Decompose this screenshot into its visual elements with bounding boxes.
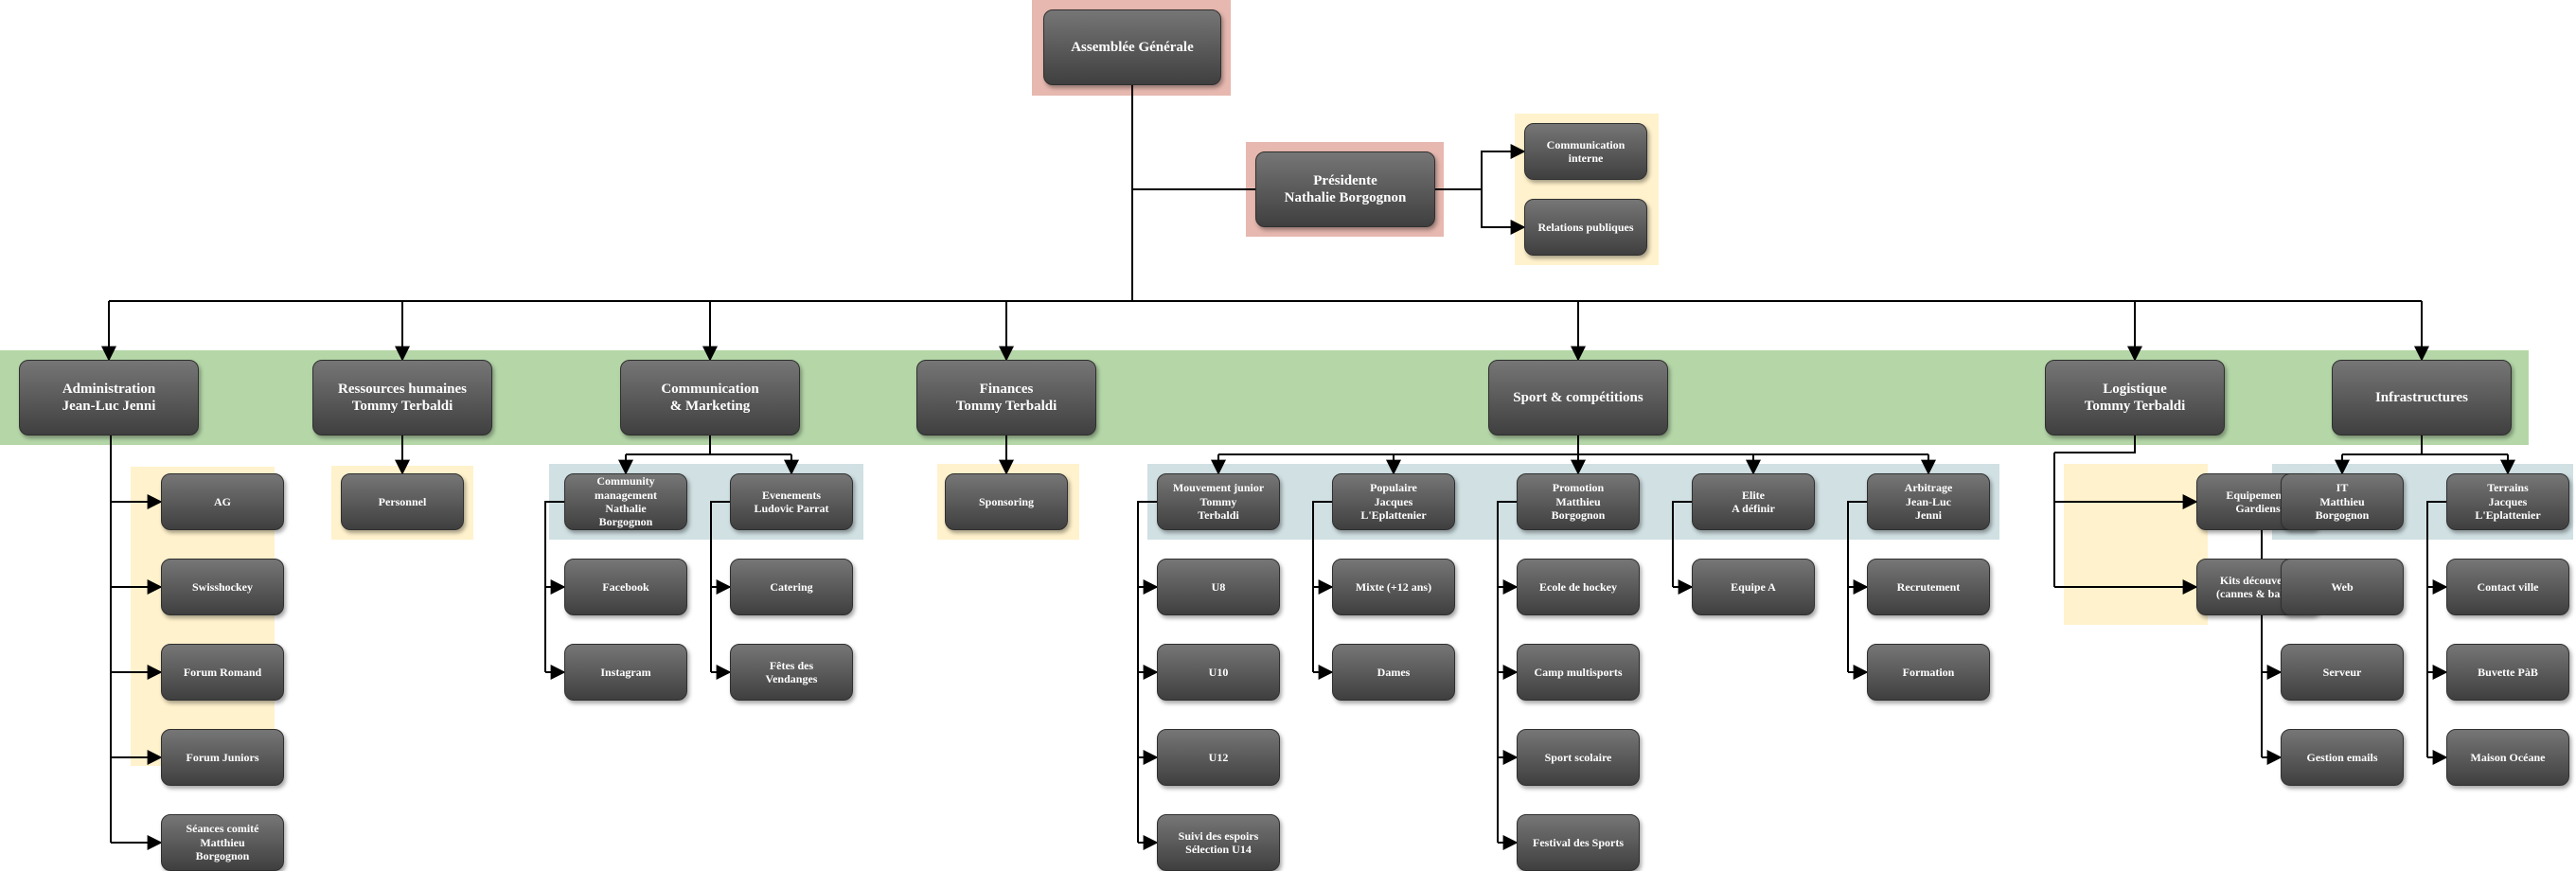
item-node: Gestion emails [2281, 729, 2404, 786]
connector [544, 501, 564, 672]
item-node: Instagram [564, 644, 687, 701]
logistics-items-band [2064, 464, 2208, 625]
item-node: Dames [1332, 644, 1455, 701]
item-node: Séances comité Matthieu Borgognon [161, 814, 284, 871]
connector [1847, 501, 1867, 672]
connector [2054, 436, 2136, 453]
connector [1481, 189, 1526, 235]
group-node: Populaire Jacques L'Eplattenier [1332, 473, 1455, 530]
group-node: Terrains Jacques L'Eplattenier [2446, 473, 2569, 530]
president-node: Présidente Nathalie Borgognon [1255, 151, 1435, 227]
item-node: Forum Romand [161, 644, 284, 701]
item-node: Camp multisports [1517, 644, 1640, 701]
item-node: Sponsoring [945, 473, 1068, 530]
department-node: Communication & Marketing [620, 360, 800, 436]
item-node: Personnel [341, 473, 464, 530]
department-node: Finances Tommy Terbaldi [916, 360, 1096, 436]
item-node: Contact ville [2446, 559, 2569, 615]
item-node: Swisshockey [161, 559, 284, 615]
item-node: Suivi des espoirs Sélection U14 [1157, 814, 1280, 871]
root-node-assemblee: Assemblée Générale [1043, 9, 1221, 85]
group-node: Elite A définir [1692, 473, 1815, 530]
department-node: Ressources humaines Tommy Terbaldi [312, 360, 492, 436]
item-node: Buvette PàB [2446, 644, 2569, 701]
connector [1435, 144, 1526, 190]
staff-node: Communication interne [1524, 123, 1647, 180]
group-node: Arbitrage Jean-Luc Jenni [1867, 473, 1990, 530]
item-node: Catering [730, 559, 853, 615]
connector [2261, 501, 2281, 757]
connector [1497, 501, 1517, 843]
connector [1137, 501, 1157, 843]
connector [710, 501, 730, 672]
group-node: Mouvement junior Tommy Terbaldi [1157, 473, 1280, 530]
group-node: Evenements Ludovic Parrat [730, 473, 853, 530]
department-node: Infrastructures [2332, 360, 2512, 436]
item-node: Maison Océane [2446, 729, 2569, 786]
staff-node: Relations publiques [1524, 199, 1647, 256]
item-node: Ecole de hockey [1517, 559, 1640, 615]
item-node: Recrutement [1867, 559, 1990, 615]
item-node: U8 [1157, 559, 1280, 615]
item-node: Serveur [2281, 644, 2404, 701]
item-node: Formation [1867, 644, 1990, 701]
department-node: Administration Jean-Luc Jenni [19, 360, 199, 436]
item-node: Fêtes des Vendanges [730, 644, 853, 701]
connector [1312, 501, 1332, 672]
item-node: Facebook [564, 559, 687, 615]
group-node: Community management Nathalie Borgognon [564, 473, 687, 530]
item-node: U10 [1157, 644, 1280, 701]
item-node: U12 [1157, 729, 1280, 786]
department-node: Sport & compétitions [1488, 360, 1668, 436]
item-node: AG [161, 473, 284, 530]
department-node: Logistique Tommy Terbaldi [2045, 360, 2225, 436]
group-node: Promotion Matthieu Borgognon [1517, 473, 1640, 530]
item-node: Mixte (+12 ans) [1332, 559, 1455, 615]
connector [1672, 501, 1692, 587]
item-node: Festival des Sports [1517, 814, 1640, 871]
group-node: IT Matthieu Borgognon [2281, 473, 2404, 530]
item-node: Equipe A [1692, 559, 1815, 615]
item-node: Web [2281, 559, 2404, 615]
item-node: Forum Juniors [161, 729, 284, 786]
connector [2426, 501, 2446, 757]
item-node: Sport scolaire [1517, 729, 1640, 786]
